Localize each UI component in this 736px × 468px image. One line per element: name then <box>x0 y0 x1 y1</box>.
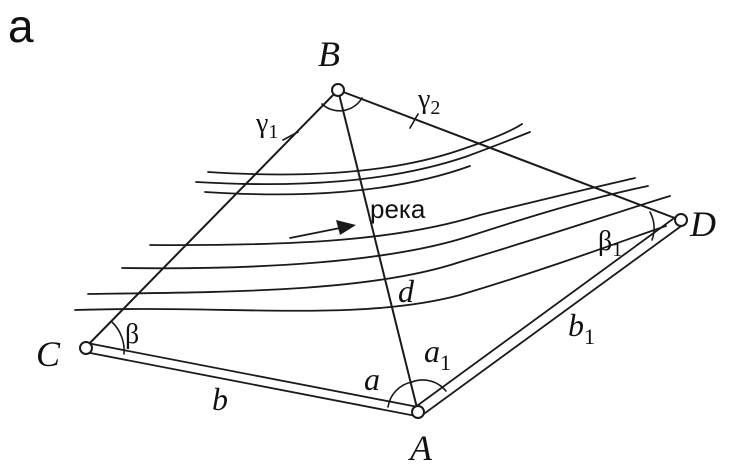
side-ba-d <box>337 89 419 413</box>
arc-at-b <box>321 97 363 112</box>
base-b1-top <box>413 215 678 409</box>
arc-a <box>387 381 413 408</box>
river-line-2 <box>195 131 531 186</box>
angle-label-gamma2: γ2 <box>417 84 440 119</box>
river-line-4 <box>149 177 636 246</box>
river-line-1 <box>207 123 523 176</box>
vertex-a <box>411 405 425 419</box>
river-banks <box>74 123 671 312</box>
vertices <box>79 83 688 419</box>
arc-beta1 <box>649 211 655 241</box>
vertex-d <box>674 213 688 227</box>
vertex-c <box>79 341 93 355</box>
arc-beta <box>111 321 125 355</box>
angle-label-a1: a1 <box>424 333 451 375</box>
flow-arrow-shaft <box>289 227 341 239</box>
flow-arrow-head <box>336 220 356 235</box>
side-label-b: b <box>212 381 228 417</box>
point-label-c: C <box>36 334 61 374</box>
river-line-5 <box>121 185 649 270</box>
side-bd <box>337 89 681 221</box>
river-line-3 <box>204 165 471 196</box>
survey-lines <box>84 89 685 417</box>
point-label-b: B <box>318 34 340 74</box>
flow-arrow <box>289 220 356 239</box>
point-label-d: D <box>689 204 716 244</box>
side-label-b1: b1 <box>568 307 595 349</box>
angle-label-beta: β <box>125 319 139 350</box>
angle-label-gamma1: γ1 <box>255 108 278 143</box>
base-b-bottom <box>84 351 417 417</box>
panel-label: a <box>8 0 34 52</box>
angle-label-a: a <box>364 361 380 397</box>
base-b-top <box>86 342 419 408</box>
tick-gamma1 <box>282 131 299 141</box>
river-label: река <box>370 194 426 224</box>
tick-gamma2 <box>409 113 419 129</box>
base-b1-bottom <box>420 223 685 417</box>
river-line-6 <box>87 195 671 295</box>
angle-label-beta1: β1 <box>598 226 622 261</box>
vertex-b <box>331 83 345 97</box>
arc-a1 <box>411 379 447 392</box>
side-label-d: d <box>398 273 415 309</box>
angle-arcs <box>111 97 655 408</box>
river-line-7 <box>74 225 667 312</box>
point-label-a: A <box>408 428 433 468</box>
